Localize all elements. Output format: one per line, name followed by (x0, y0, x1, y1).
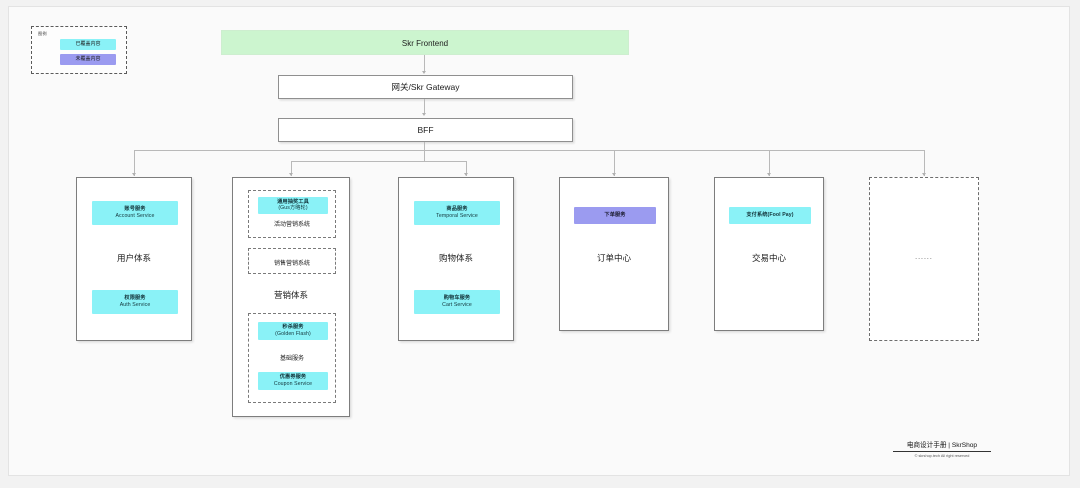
subsystem-sales-marketing: 销售营销系统 (248, 248, 336, 274)
domain-more-placeholder: ...... (915, 254, 933, 261)
footer-watermark: 电商设计手册 | SkrShop © skrshop.tech All righ… (893, 439, 991, 458)
node-bff-label: BFF (417, 125, 434, 135)
service-auth[interactable]: 权限服务 Auth Service (92, 290, 178, 314)
domain-order: 下单服务 订单中心 (559, 177, 669, 331)
service-coupon[interactable]: 优惠券服务 Coupon Service (258, 372, 328, 390)
service-cart-en: Cart Service (442, 301, 472, 308)
service-seckill-en: (Golden Flash) (275, 330, 311, 337)
service-account[interactable]: 账号服务 Account Service (92, 201, 178, 225)
domain-trade: 支付系统(Fool Pay) 交易中心 (714, 177, 824, 331)
arrow-gateway-bff (421, 113, 426, 116)
connector-frontend-gateway (424, 55, 425, 72)
arrow-drop-shopping (463, 173, 468, 176)
node-bff: BFF (278, 118, 573, 142)
connector-bus-outer (134, 150, 924, 151)
service-auth-cn: 权限服务 (124, 295, 146, 302)
domain-shopping-title: 购物体系 (438, 253, 473, 263)
service-lottery-tool-en: (Gus方略轮) (278, 205, 308, 212)
arrow-drop-marketing (288, 173, 293, 176)
arrow-drop-user (131, 173, 136, 176)
service-cart-cn: 购物车服务 (443, 295, 471, 302)
domain-marketing-title: 营销体系 (273, 290, 308, 300)
node-skr-frontend: Skr Frontend (221, 30, 629, 55)
node-gateway-label: 网关/Skr Gateway (391, 82, 460, 92)
service-product[interactable]: 商品服务 Temporal Service (414, 201, 500, 225)
service-coupon-cn: 优惠券服务 (279, 374, 307, 381)
diagram-canvas: 图例 已覆盖内容 未覆盖内容 Skr Frontend 网关/Skr Gatew… (8, 6, 1070, 476)
arrow-drop-trade (766, 173, 771, 176)
service-account-cn: 账号服务 (124, 206, 146, 213)
connector-drop-more (924, 150, 925, 176)
legend-title: 图例 (38, 31, 47, 36)
legend-item-covered: 已覆盖内容 (60, 39, 116, 50)
connector-bff-stem (424, 142, 425, 150)
domain-more: ...... (869, 177, 979, 341)
domain-user: 账号服务 Account Service 用户体系 权限服务 Auth Serv… (76, 177, 192, 341)
connector-drop-order (614, 150, 615, 176)
service-place-order-cn: 下单服务 (604, 212, 626, 219)
domain-order-title: 订单中心 (596, 253, 631, 263)
arrow-drop-order (611, 173, 616, 176)
service-auth-en: Auth Service (119, 301, 151, 308)
service-place-order[interactable]: 下单服务 (574, 207, 656, 224)
arrow-frontend-gateway (421, 71, 426, 74)
service-cart[interactable]: 购物车服务 Cart Service (414, 290, 500, 314)
legend-box: 图例 已覆盖内容 未覆盖内容 (31, 26, 127, 74)
service-seckill[interactable]: 秒杀服务 (Golden Flash) (258, 322, 328, 340)
service-payment-cn: 支付系统(Fool Pay) (746, 212, 794, 219)
connector-drop-shopping (466, 161, 467, 176)
service-lottery-tool-cn: 通用抽奖工具 (277, 198, 309, 205)
connector-bff-inner-stem (424, 150, 425, 161)
footer-copyright: © skrshop.tech All right reserved (914, 453, 970, 458)
subsystem-activity-marketing-title: 活动营销系统 (273, 222, 310, 228)
subsystem-basic-service-title: 基础服务 (279, 356, 304, 362)
domain-shopping: 商品服务 Temporal Service 购物体系 购物车服务 Cart Se… (398, 177, 514, 341)
footer-title: 电商设计手册 | SkrShop (893, 439, 991, 452)
connector-drop-marketing (291, 161, 292, 176)
subsystem-basic-service: 秒杀服务 (Golden Flash) 基础服务 优惠券服务 Coupon Se… (248, 313, 336, 403)
connector-drop-user (134, 150, 135, 176)
service-coupon-en: Coupon Service (273, 380, 313, 387)
connector-drop-trade (769, 150, 770, 176)
subsystem-activity-marketing: 通用抽奖工具 (Gus方略轮) 活动营销系统 (248, 190, 336, 238)
service-payment[interactable]: 支付系统(Fool Pay) (729, 207, 811, 224)
service-lottery-tool[interactable]: 通用抽奖工具 (Gus方略轮) (258, 197, 328, 214)
service-product-cn: 商品服务 (446, 206, 468, 213)
subsystem-sales-marketing-title: 销售营销系统 (273, 261, 310, 267)
node-gateway: 网关/Skr Gateway (278, 75, 573, 99)
service-account-en: Account Service (115, 212, 155, 219)
domain-marketing: 通用抽奖工具 (Gus方略轮) 活动营销系统 销售营销系统 营销体系 秒杀服务 … (232, 177, 350, 417)
service-seckill-cn: 秒杀服务 (282, 324, 304, 331)
legend-item-uncovered: 未覆盖内容 (60, 54, 116, 65)
service-product-en: Temporal Service (436, 212, 478, 219)
domain-trade-title: 交易中心 (751, 253, 786, 263)
domain-user-title: 用户体系 (116, 253, 151, 263)
arrow-drop-more (921, 173, 926, 176)
connector-gateway-bff (424, 99, 425, 114)
connector-bus-inner (291, 161, 466, 162)
